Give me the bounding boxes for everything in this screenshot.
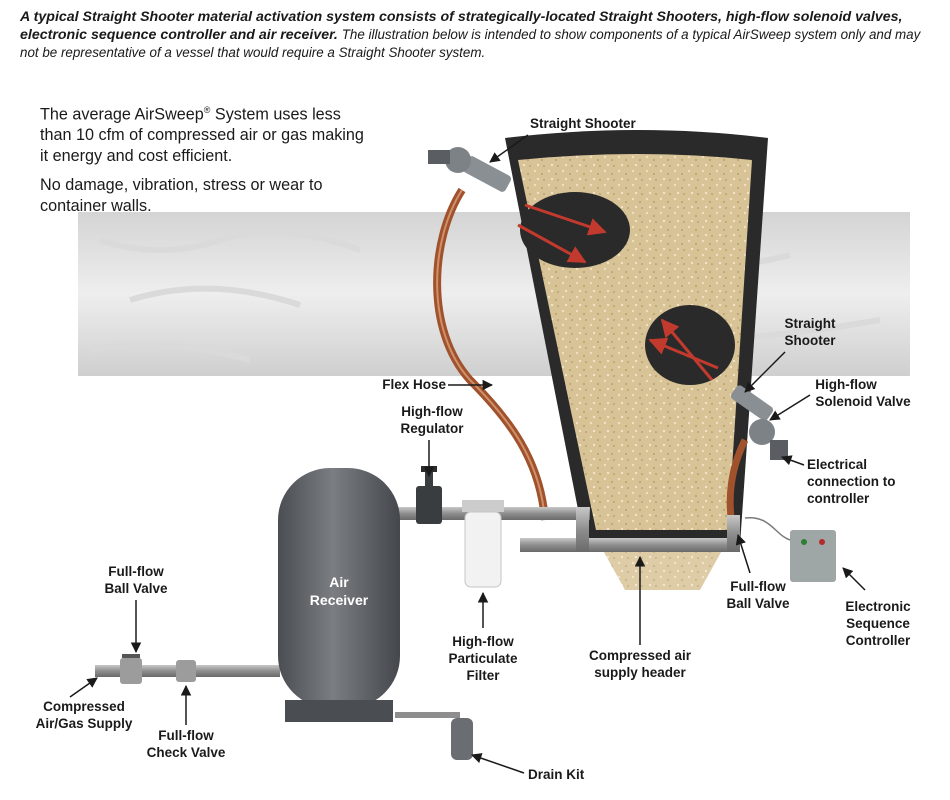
intro-line-1: The average AirSweep® System uses less t… [40,100,370,167]
pointer-solenoid [769,394,811,421]
label-supply-1: Compressed [43,699,125,714]
electronic-sequence-controller [744,517,836,582]
label-check-valve-2: Check Valve [147,745,226,760]
label-straight-shooter-right-2: Shooter [784,333,836,348]
label-straight-shooter-right-1: Straight [784,316,836,331]
label-controller-2: Sequence [846,616,910,631]
straight-shooter-top [428,147,512,192]
caption-bold: A typical Straight Shooter material acti… [20,9,903,43]
air-blast-arrow [648,337,719,370]
pointer-supply [69,677,98,698]
drain-kit [395,712,473,760]
flex-hose-highlight [436,189,546,521]
label-ball-valve-left-1: Full-flow [108,564,164,579]
label-electrical-2: connection to [807,474,896,489]
label-regulator-2: Regulator [400,421,464,436]
label-drain-kit: Drain Kit [528,767,585,782]
pointer-ball-valve-right [735,533,751,574]
intro-text: The average AirSweep® System uses less t… [40,100,370,225]
caption: A typical Straight Shooter material acti… [20,8,932,62]
intro-line-1-post: System uses less than 10 cfm of compress… [40,105,364,166]
registered-mark: ® [203,105,211,115]
label-straight-shooter-top: Straight Shooter [530,116,636,131]
pointer-straight-shooter-right [744,351,786,393]
intro-line-1-pre: The average AirSweep [40,105,204,124]
label-check-valve-1: Full-flow [158,728,214,743]
pointer-straight-shooter-top [489,134,529,163]
label-solenoid-1: High-flow [815,377,877,392]
header-elbow-right [727,515,740,552]
supply-header-pipe [520,538,740,552]
label-flex-hose: Flex Hose [382,377,446,392]
label-air-receiver-2: Receiver [310,592,369,608]
label-filter-2: Particulate [448,651,518,666]
label-air-receiver-1: Air [329,574,349,590]
label-regulator-1: High-flow [401,404,463,419]
pointer-electrical [781,455,805,466]
pointer-controller [842,567,866,591]
label-controller-1: Electronic [845,599,911,614]
air-blast-arrow [660,318,714,381]
label-filter-3: Filter [466,668,500,683]
label-header-1: Compressed air [589,648,692,663]
high-flow-particulate-filter [462,500,504,588]
label-ball-valve-right-1: Full-flow [730,579,786,594]
full-flow-check-valve [176,660,196,682]
straight-shooter-right [730,385,788,460]
label-electrical-3: controller [807,491,870,506]
label-ball-valve-right-2: Ball Valve [726,596,790,611]
cleared-zone-upper [520,192,630,268]
full-flow-ball-valve-left [120,654,142,684]
caption-regular: The illustration below is intended to sh… [20,27,921,60]
supply-riser [576,507,589,552]
label-ball-valve-left-2: Ball Valve [104,581,168,596]
air-receiver-tank [278,468,400,722]
air-blast-arrow [524,203,607,236]
label-filter-1: High-flow [452,634,514,649]
intro-line-2: No damage, vibration, stress or wear to … [40,176,323,216]
label-solenoid-2: Solenoid Valve [815,394,911,409]
pointer-drain-kit [471,753,525,774]
label-electrical-1: Electrical [807,457,867,472]
label-controller-3: Controller [846,633,911,648]
air-blast-arrow [517,223,587,264]
label-header-2: supply header [594,665,686,680]
label-supply-2: Air/Gas Supply [36,716,133,731]
discharge-material [600,545,725,590]
